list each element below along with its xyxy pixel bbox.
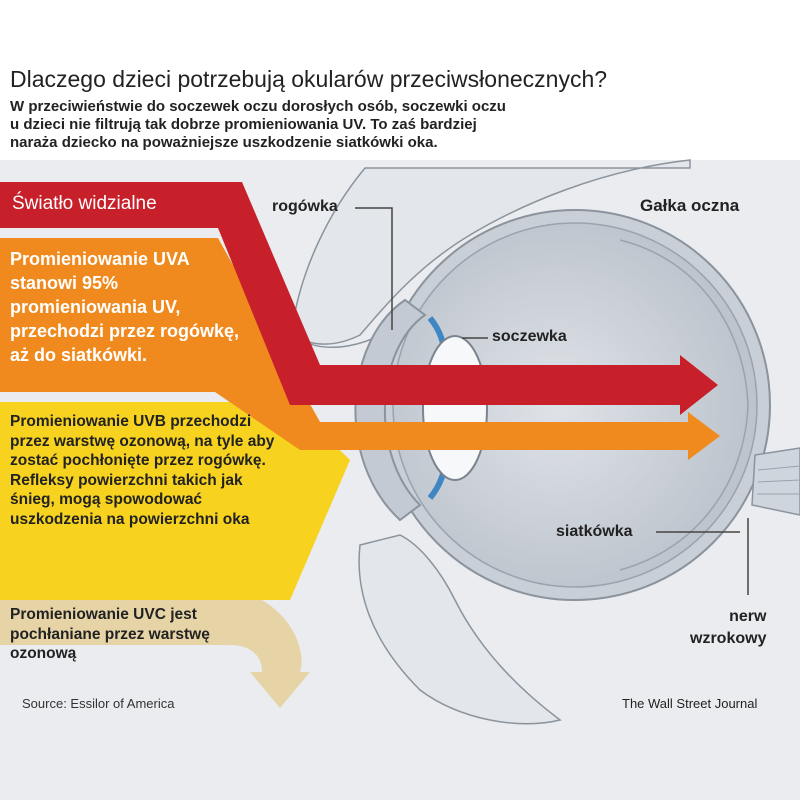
lower-eyelid xyxy=(358,534,562,725)
page-subtitle: W przeciwieństwie do soczewek oczu doros… xyxy=(10,98,506,151)
retina-line xyxy=(619,239,749,571)
eyeball-label: Gałka oczna xyxy=(640,196,740,215)
ray-uvc xyxy=(0,598,310,708)
cornea-label: rogówka xyxy=(272,198,338,215)
visible-light-label: Światło widzialne xyxy=(12,193,157,214)
cornea-leader xyxy=(355,207,393,330)
page-title: Dlaczego dzieci potrzebują okularów prze… xyxy=(10,66,608,92)
lens-label: soczewka xyxy=(492,328,567,345)
retina-label: siatkówka xyxy=(556,523,633,540)
uvc-description: Promieniowanie UVC jest pochłaniane prze… xyxy=(10,606,210,663)
ray-visible xyxy=(0,182,718,415)
uvb-description: Promieniowanie UVB przechodzi przez wars… xyxy=(10,413,275,528)
source-credit: Source: Essilor of America xyxy=(22,696,175,711)
uva-description: Promieniowanie UVA stanowi 95% promienio… xyxy=(10,249,240,365)
publisher-credit: The Wall Street Journal xyxy=(622,696,758,711)
cornea xyxy=(354,298,427,522)
ray-uva xyxy=(0,238,720,460)
ray-uvb xyxy=(0,402,350,600)
lens xyxy=(422,335,488,481)
optic-nerve-label: nerw wzrokowy xyxy=(690,608,767,647)
